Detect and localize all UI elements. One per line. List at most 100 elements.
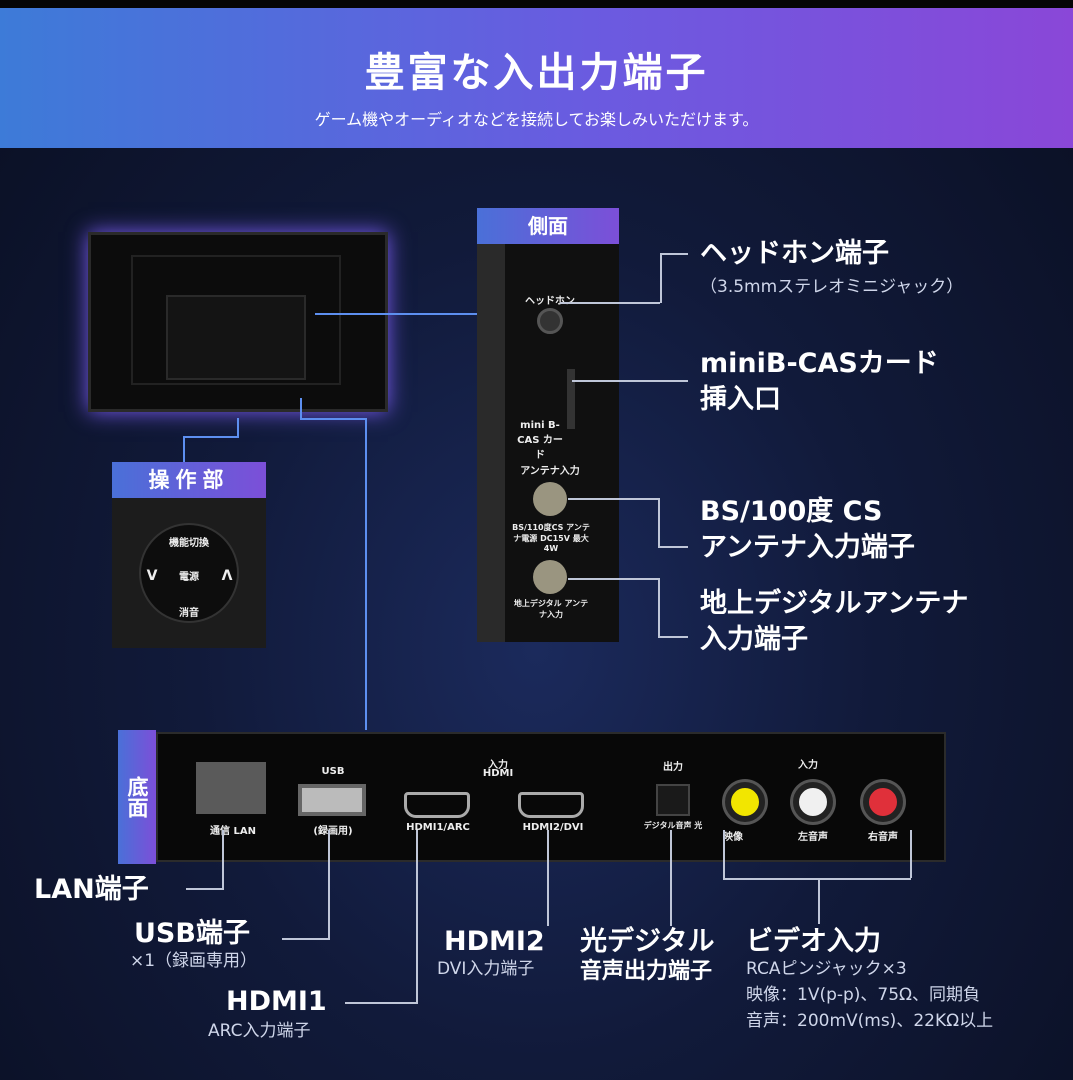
top-bar [0,0,1073,8]
connector-line [818,878,820,924]
hdmi2-jack [518,792,584,818]
minibcas-slot [567,369,575,429]
connector-line [300,418,366,420]
control-panel-image: 機能切換 電源 消音 V Λ [112,498,266,648]
audio-left-jack [793,782,833,822]
connector-line [186,888,224,890]
video-sub-3: 音声：200mV(ms)、22KΩ以上 [746,1011,994,1031]
connector-line [282,938,330,940]
headphone-jack [537,308,563,334]
tv-back-plate [166,295,306,380]
connector-line [723,878,911,880]
output-header: 出力 [663,762,683,773]
minibcas-label-2: 挿入口 [700,384,781,415]
antenna-label: アンテナ入力 [520,466,580,477]
terrestrial-port-label: 地上デジタル アンテナ入力 [513,599,589,619]
volume-down-button: V [146,568,158,584]
usb-port-label: (録画用) [313,826,353,837]
connector-line [345,1002,418,1004]
hdmi1-port-label: HDMI1/ARC [406,822,470,833]
bs-cs-label: BS/100度 CS [700,496,883,527]
side-panel-image: ヘッドホン mini B-CAS カード アンテナ入力 BS/110度CS アン… [477,244,619,642]
connector-line [670,830,672,926]
mute-button: 消音 [179,608,199,619]
rca-header: 入力 [798,760,818,771]
connector-line [568,498,658,500]
minibcas-port-label: mini B-CAS カード [517,420,563,461]
connector-line [300,398,302,418]
volume-up-button: Λ [221,568,233,584]
minibcas-label: miniB-CASカード [700,348,939,379]
hdmi1-jack [404,792,470,818]
connector-line [328,830,330,938]
connector-line [658,578,660,636]
usb-sub: ×1（録画専用） [130,951,258,971]
terrestrial-label-2: 入力端子 [700,624,808,655]
audio-right-jack [863,782,903,822]
connector-line [222,830,224,888]
connector-line [658,546,688,548]
video-label: ビデオ入力 [746,926,881,957]
headphone-port-label: ヘッドホン [525,296,575,307]
connector-line [660,253,662,303]
control-dpad [139,523,239,623]
terrestrial-jack [533,560,567,594]
hdmi1-label: HDMI1 [226,986,327,1017]
page-title: 豊富な入出力端子 [364,49,709,96]
terrestrial-label: 地上デジタルアンテナ [700,588,969,619]
tv-back-frame [131,255,341,385]
connector-line [560,302,660,304]
video-port-label: 映像 [723,832,743,843]
page-subtitle: ゲーム機やオーディオなどを接続してお楽しみいただけます。 [314,110,759,129]
bs-cs-port-label: BS/110度CS アンテナ電源 DC15V 最大4W [512,523,590,553]
lan-jack [196,762,266,814]
connector-line [183,436,239,438]
optical-jack [656,784,690,816]
audio-right-port-label: 右音声 [868,832,898,843]
bs-cs-label-2: アンテナ入力端子 [700,532,915,563]
hdmi2-label: HDMI2 [444,926,545,957]
bs-cs-jack [533,482,567,516]
connector-line [547,830,549,926]
power-button: 電源 [179,572,199,583]
optical-label: 光デジタル [580,926,715,957]
bottom-tag-text: 底面 [125,776,149,818]
headphone-sub: （3.5mmステレオミニジャック） [700,277,964,297]
usb-jack [298,784,366,816]
audio-left-port-label: 左音声 [798,832,828,843]
connector-line [658,636,688,638]
side-tag: 側面 [477,208,619,244]
connector-line [568,578,658,580]
hdmi1-sub: ARC入力端子 [208,1021,311,1041]
connector-line [658,498,660,546]
hdmi-header: 入力 [488,760,508,771]
bottom-tag: 底面 [118,730,156,864]
video-sub-2: 映像：1V(p-p)、75Ω、同期負 [746,985,981,1005]
headphone-label: ヘッドホン端子 [700,238,889,269]
header-banner [0,8,1073,148]
connector-line [365,418,367,730]
hdmi-logo: HDMI [482,768,514,779]
lan-port-label: 通信 LAN [210,826,256,837]
hdmi2-port-label: HDMI2/DVI [522,822,584,833]
connector-line [183,436,185,464]
bottom-panel-image: 通信 LAN USB (録画用) 入力 HDMI HDMI1/ARC HDMI2… [156,732,946,862]
connector-line [910,830,912,878]
usb-header: USB [321,766,345,777]
tv-back-image [88,232,388,412]
hdmi2-sub: DVI入力端子 [437,959,535,979]
connector-line [723,830,725,878]
optical-port-label: デジタル音声 光 [643,821,703,830]
source-button: 機能切換 [169,538,209,549]
video-sub-1: RCAピンジャック×3 [746,959,907,979]
connector-line [572,380,688,382]
video-jack [725,782,765,822]
connector-line [315,313,477,315]
connector-line [237,418,239,438]
controls-tag: 操作部 [112,462,266,498]
usb-label: USB端子 [134,918,250,949]
connector-line [660,253,688,255]
connector-line [416,830,418,1002]
lan-label: LAN端子 [34,874,149,905]
optical-label-2: 音声出力端子 [580,959,713,984]
